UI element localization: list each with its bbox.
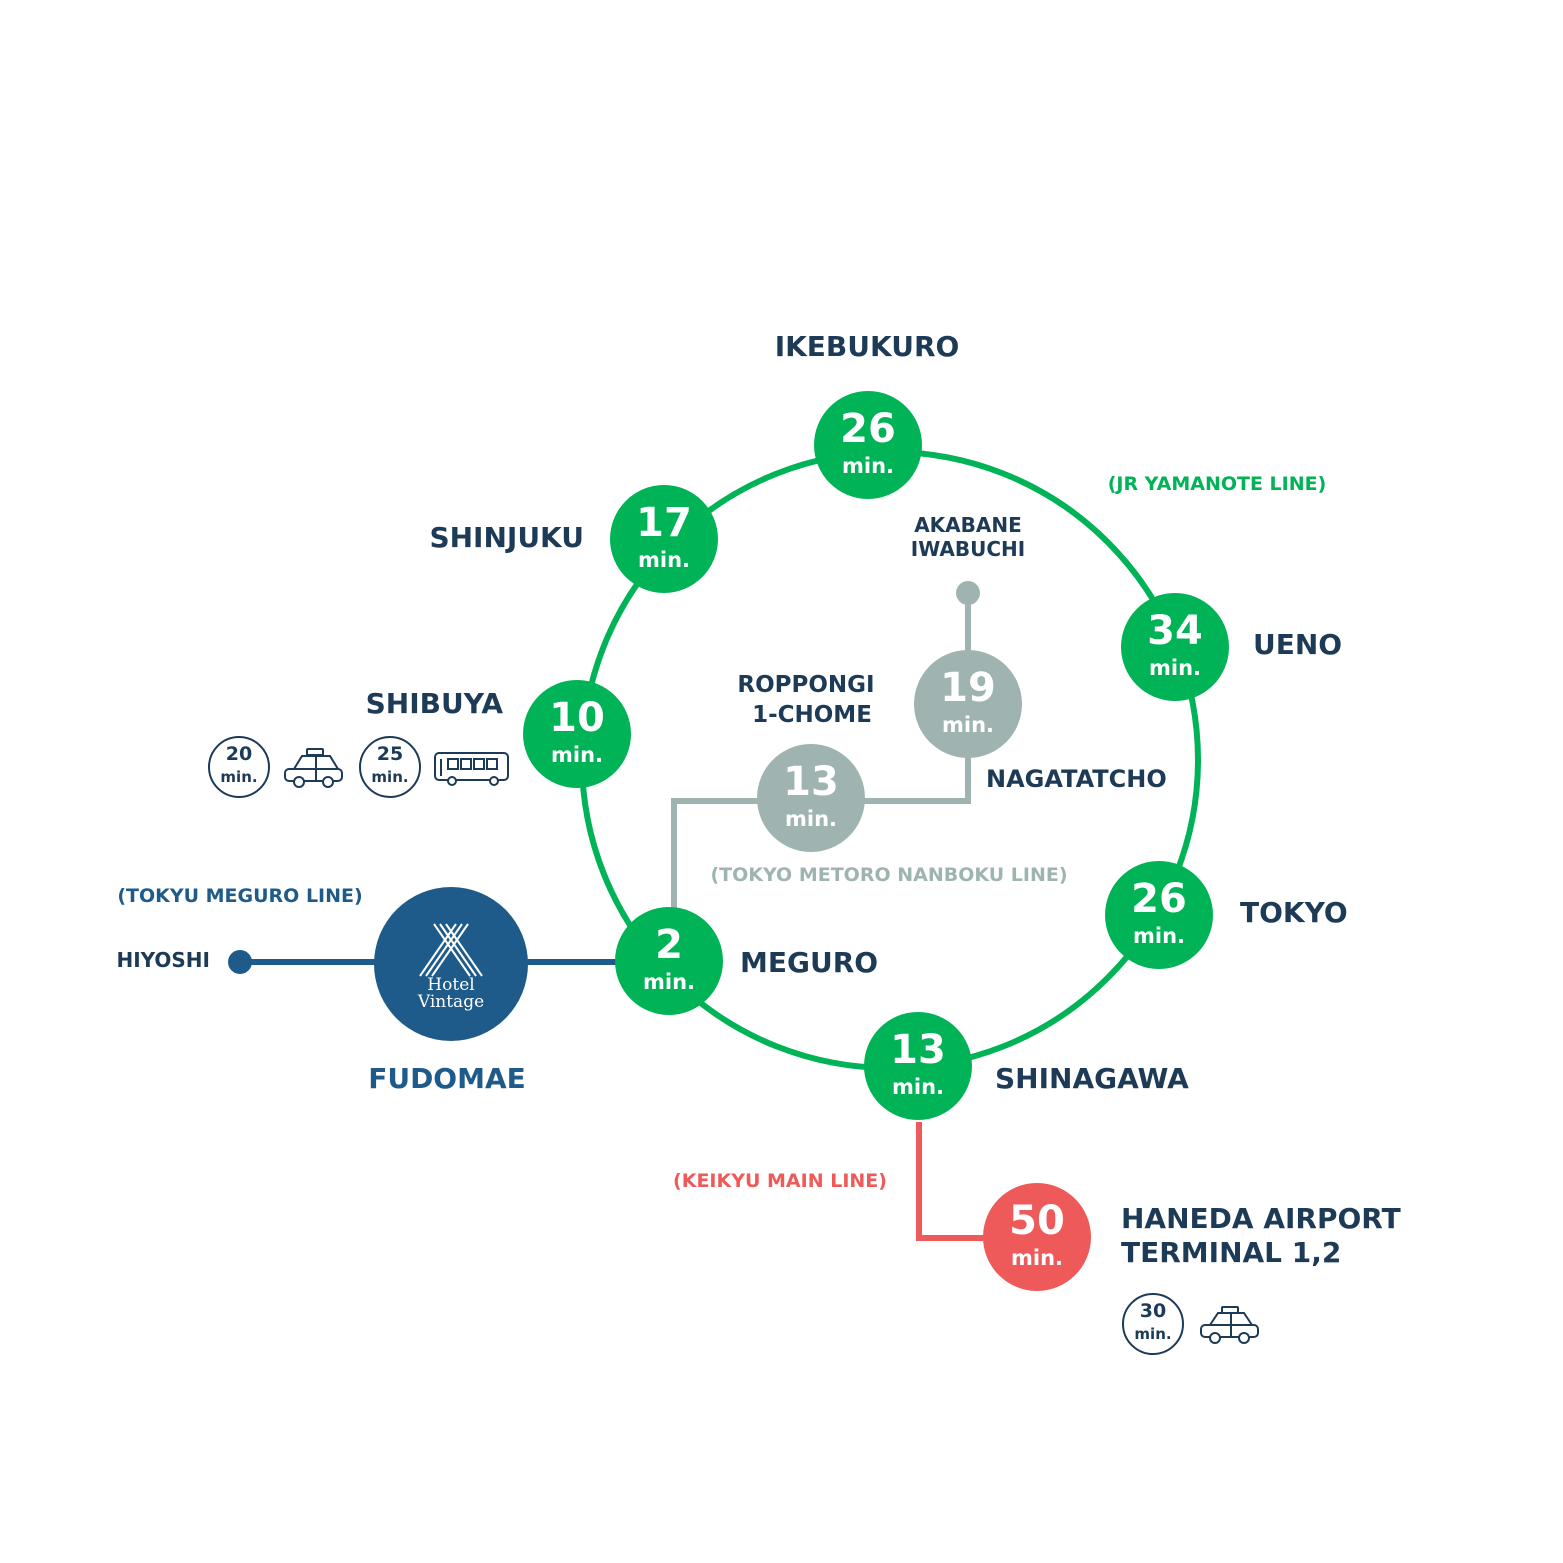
akabane-terminus-dot	[956, 581, 980, 605]
svg-text:17: 17	[636, 500, 692, 546]
station-bubble-tokyo: 26 min.	[1105, 861, 1213, 969]
hiyoshi-terminus-dot	[228, 950, 252, 974]
svg-text:13: 13	[890, 1027, 946, 1073]
hotel-vintage-bubble: Hotel Vintage	[374, 887, 528, 1041]
svg-text:min.: min.	[220, 768, 257, 786]
hotel-name-line1: Hotel	[427, 975, 474, 995]
svg-text:min.: min.	[1133, 924, 1185, 948]
shibuya-taxi-time-badge: 20 min.	[208, 736, 270, 798]
station-name-fudomae: FUDOMAE	[368, 1062, 526, 1095]
station-name-shinagawa: SHINAGAWA	[995, 1062, 1189, 1095]
svg-text:min.: min.	[942, 713, 994, 737]
svg-text:min.: min.	[1011, 1246, 1063, 1270]
svg-text:34: 34	[1147, 608, 1203, 654]
svg-text:50: 50	[1009, 1198, 1065, 1244]
station-name-roppongi-line2: 1-CHOME	[752, 702, 872, 728]
station-bubble-ikebukuro: 26 min.	[814, 391, 922, 499]
station-name-shinjuku: SHINJUKU	[429, 521, 584, 554]
station-bubble-shibuya: 10 min.	[523, 680, 631, 788]
svg-text:26: 26	[1131, 876, 1187, 922]
svg-text:min.: min.	[785, 807, 837, 831]
station-bubble-meguro: 2 min.	[615, 907, 723, 1015]
station-name-roppongi-line1: ROPPONGI	[737, 672, 874, 698]
station-name-tokyo: TOKYO	[1240, 896, 1348, 929]
svg-text:min.: min.	[551, 743, 603, 767]
station-name-ueno: UENO	[1253, 628, 1342, 661]
taxi-icon	[284, 748, 343, 788]
svg-text:min.: min.	[1149, 656, 1201, 680]
station-name-shibuya: SHIBUYA	[366, 687, 504, 720]
svg-text:30: 30	[1140, 1300, 1166, 1322]
haneda-taxi-time-badge: 30 min.	[1122, 1293, 1184, 1355]
svg-text:min.: min.	[643, 970, 695, 994]
svg-text:26: 26	[840, 406, 896, 452]
station-name-haneda-line1: HANEDA AIRPORT	[1121, 1202, 1401, 1235]
station-name-akabane-line2: IWABUCHI	[911, 537, 1025, 561]
station-name-haneda-line2: TERMINAL 1,2	[1121, 1236, 1341, 1269]
svg-text:2: 2	[655, 922, 683, 968]
svg-text:min.: min.	[1134, 1325, 1171, 1343]
yamanote-line-label: (JR YAMANOTE LINE)	[1108, 473, 1327, 495]
hotel-vintage-logo	[419, 923, 483, 977]
station-bubble-shinagawa: 13 min.	[864, 1012, 972, 1120]
station-name-hiyoshi: HIYOSHI	[116, 948, 210, 972]
station-bubble-roppongi: 13 min.	[757, 744, 865, 852]
svg-text:min.: min.	[892, 1075, 944, 1099]
station-name-meguro: MEGURO	[740, 946, 878, 979]
svg-text:25: 25	[377, 743, 403, 765]
station-name-nagatacho: NAGATATCHO	[986, 765, 1167, 793]
station-bubble-nagatacho: 19 min.	[914, 650, 1022, 758]
meguro-line-label: (TOKYU MEGURO LINE)	[117, 885, 362, 907]
shibuya-bus-time-badge: 25 min.	[359, 736, 421, 798]
hotel-name-line2: Vintage	[417, 992, 484, 1012]
svg-text:min.: min.	[842, 454, 894, 478]
keikyu-line-label: (KEIKYU MAIN LINE)	[673, 1170, 887, 1192]
svg-text:min.: min.	[371, 768, 408, 786]
svg-text:10: 10	[549, 695, 605, 741]
nanboku-line-label: (TOKYO METORO NANBOKU LINE)	[710, 864, 1067, 886]
station-bubble-shinjuku: 17 min.	[610, 485, 718, 593]
taxi-icon	[1200, 1306, 1259, 1344]
station-bubble-haneda: 50 min.	[983, 1183, 1091, 1291]
station-bubble-ueno: 34 min.	[1121, 593, 1229, 701]
bus-icon	[434, 752, 509, 786]
svg-text:20: 20	[226, 743, 252, 765]
station-name-ikebukuro: IKEBUKURO	[775, 330, 960, 363]
svg-text:13: 13	[783, 759, 839, 805]
svg-text:19: 19	[940, 665, 996, 711]
svg-text:min.: min.	[638, 548, 690, 572]
station-name-akabane-line1: AKABANE	[914, 513, 1022, 537]
